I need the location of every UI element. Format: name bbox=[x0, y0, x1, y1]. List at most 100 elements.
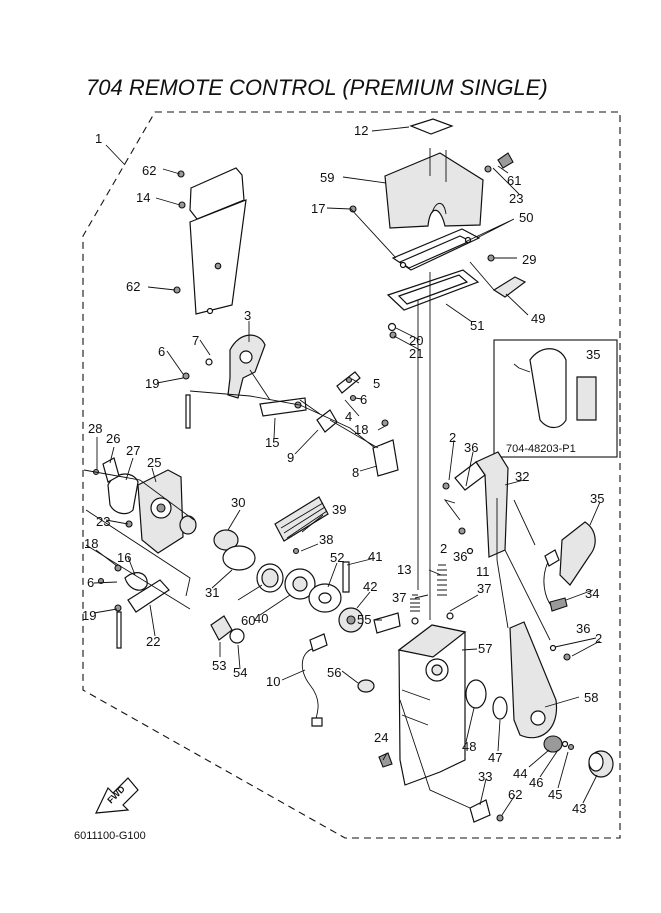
trim-clip bbox=[492, 276, 527, 298]
callout: 28 bbox=[88, 421, 102, 436]
main-shaft bbox=[373, 612, 401, 634]
callout: 62 bbox=[508, 787, 522, 802]
o-ring bbox=[492, 696, 508, 720]
gear-42 bbox=[338, 607, 364, 633]
rubber-boot bbox=[213, 529, 239, 551]
callout: 44 bbox=[513, 766, 527, 781]
callout: 31 bbox=[205, 585, 219, 600]
callout: 47 bbox=[488, 750, 502, 765]
callout: 33 bbox=[478, 769, 492, 784]
callout: 40 bbox=[254, 611, 268, 626]
callout: 37 bbox=[392, 590, 406, 605]
callout: 37 bbox=[477, 581, 491, 596]
callout: 46 bbox=[529, 775, 543, 790]
seal bbox=[256, 563, 284, 593]
wire-harness bbox=[301, 633, 328, 727]
gear-housing bbox=[137, 469, 184, 554]
throttle-arm bbox=[227, 334, 266, 399]
callout: 12 bbox=[354, 123, 368, 138]
callout: 23 bbox=[96, 514, 110, 529]
callout: 19 bbox=[82, 608, 96, 623]
callout: 15 bbox=[265, 435, 279, 450]
callout: 62 bbox=[142, 163, 156, 178]
callout: 4 bbox=[345, 409, 352, 424]
lamp bbox=[357, 679, 375, 693]
callout: 1 bbox=[95, 131, 102, 146]
callout: 6 bbox=[360, 392, 367, 407]
callout: 17 bbox=[311, 201, 325, 216]
clip bbox=[378, 752, 393, 768]
callout: 32 bbox=[515, 469, 529, 484]
callout: 6 bbox=[87, 575, 94, 590]
callout: 45 bbox=[548, 787, 562, 802]
callout: 60 bbox=[241, 613, 255, 628]
callout: 59 bbox=[320, 170, 334, 185]
callout: 13 bbox=[397, 562, 411, 577]
callout: 48 bbox=[462, 739, 476, 754]
leader-lines bbox=[83, 126, 601, 816]
callout: 49 bbox=[531, 311, 545, 326]
link-rod bbox=[259, 397, 307, 417]
grip bbox=[559, 521, 596, 586]
callout: 11 bbox=[476, 564, 490, 579]
callout: 39 bbox=[332, 502, 346, 517]
callout: 58 bbox=[584, 690, 598, 705]
callout: 53 bbox=[212, 658, 226, 673]
spring-washer bbox=[124, 572, 148, 591]
callout: 23 bbox=[509, 191, 523, 206]
callout: 35 bbox=[590, 491, 604, 506]
callout: 41 bbox=[368, 549, 382, 564]
callout: 24 bbox=[374, 730, 388, 745]
callout: 14 bbox=[136, 190, 150, 205]
callout: 19 bbox=[145, 376, 159, 391]
callout: 62 bbox=[126, 279, 140, 294]
diagram-title: 704 REMOTE CONTROL (PREMIUM SINGLE) bbox=[86, 75, 548, 100]
callout: 35 bbox=[586, 347, 600, 362]
fasteners bbox=[92, 165, 575, 822]
callout: 7 bbox=[192, 333, 199, 348]
callout: 2 bbox=[440, 541, 447, 556]
callout: 18 bbox=[84, 536, 98, 551]
switch-knob bbox=[497, 152, 514, 169]
callout: 18 bbox=[354, 422, 368, 437]
inset-grip bbox=[513, 348, 597, 429]
assembly-boundary bbox=[82, 111, 621, 839]
pin bbox=[342, 561, 350, 593]
lever-bracket bbox=[372, 439, 399, 477]
ring bbox=[222, 545, 256, 571]
label-plate bbox=[409, 118, 454, 135]
callout: 20 bbox=[409, 333, 423, 348]
callout: 42 bbox=[363, 579, 377, 594]
bushing bbox=[465, 679, 487, 709]
callout: 34 bbox=[585, 586, 599, 601]
control-lever bbox=[509, 621, 558, 739]
callout: 54 bbox=[233, 665, 247, 680]
handle-cover bbox=[384, 148, 484, 229]
callout: 55 bbox=[357, 612, 371, 627]
callout: 27 bbox=[126, 443, 140, 458]
handle-arm bbox=[454, 451, 509, 558]
callout: 29 bbox=[522, 252, 536, 267]
fwd-arrow: FWD bbox=[95, 777, 139, 814]
hub bbox=[543, 735, 563, 753]
gear-40 bbox=[284, 568, 316, 600]
inset-code: 704-48203-P1 bbox=[506, 443, 576, 455]
callout: 30 bbox=[231, 495, 245, 510]
washer-52 bbox=[308, 583, 342, 613]
callout: 25 bbox=[147, 455, 161, 470]
callout: 10 bbox=[266, 674, 280, 689]
lower-bracket bbox=[127, 579, 170, 613]
callout: 16 bbox=[117, 550, 131, 565]
callout: 43 bbox=[572, 801, 586, 816]
top-bracket bbox=[189, 167, 247, 315]
callout: 2 bbox=[595, 631, 602, 646]
callout: 61 bbox=[507, 173, 521, 188]
callout: 5 bbox=[373, 376, 380, 391]
callout: 50 bbox=[519, 210, 533, 225]
lever-knob bbox=[588, 750, 614, 778]
trim-switch bbox=[210, 615, 245, 644]
callout: 56 bbox=[327, 665, 341, 680]
callout: 36 bbox=[453, 549, 467, 564]
